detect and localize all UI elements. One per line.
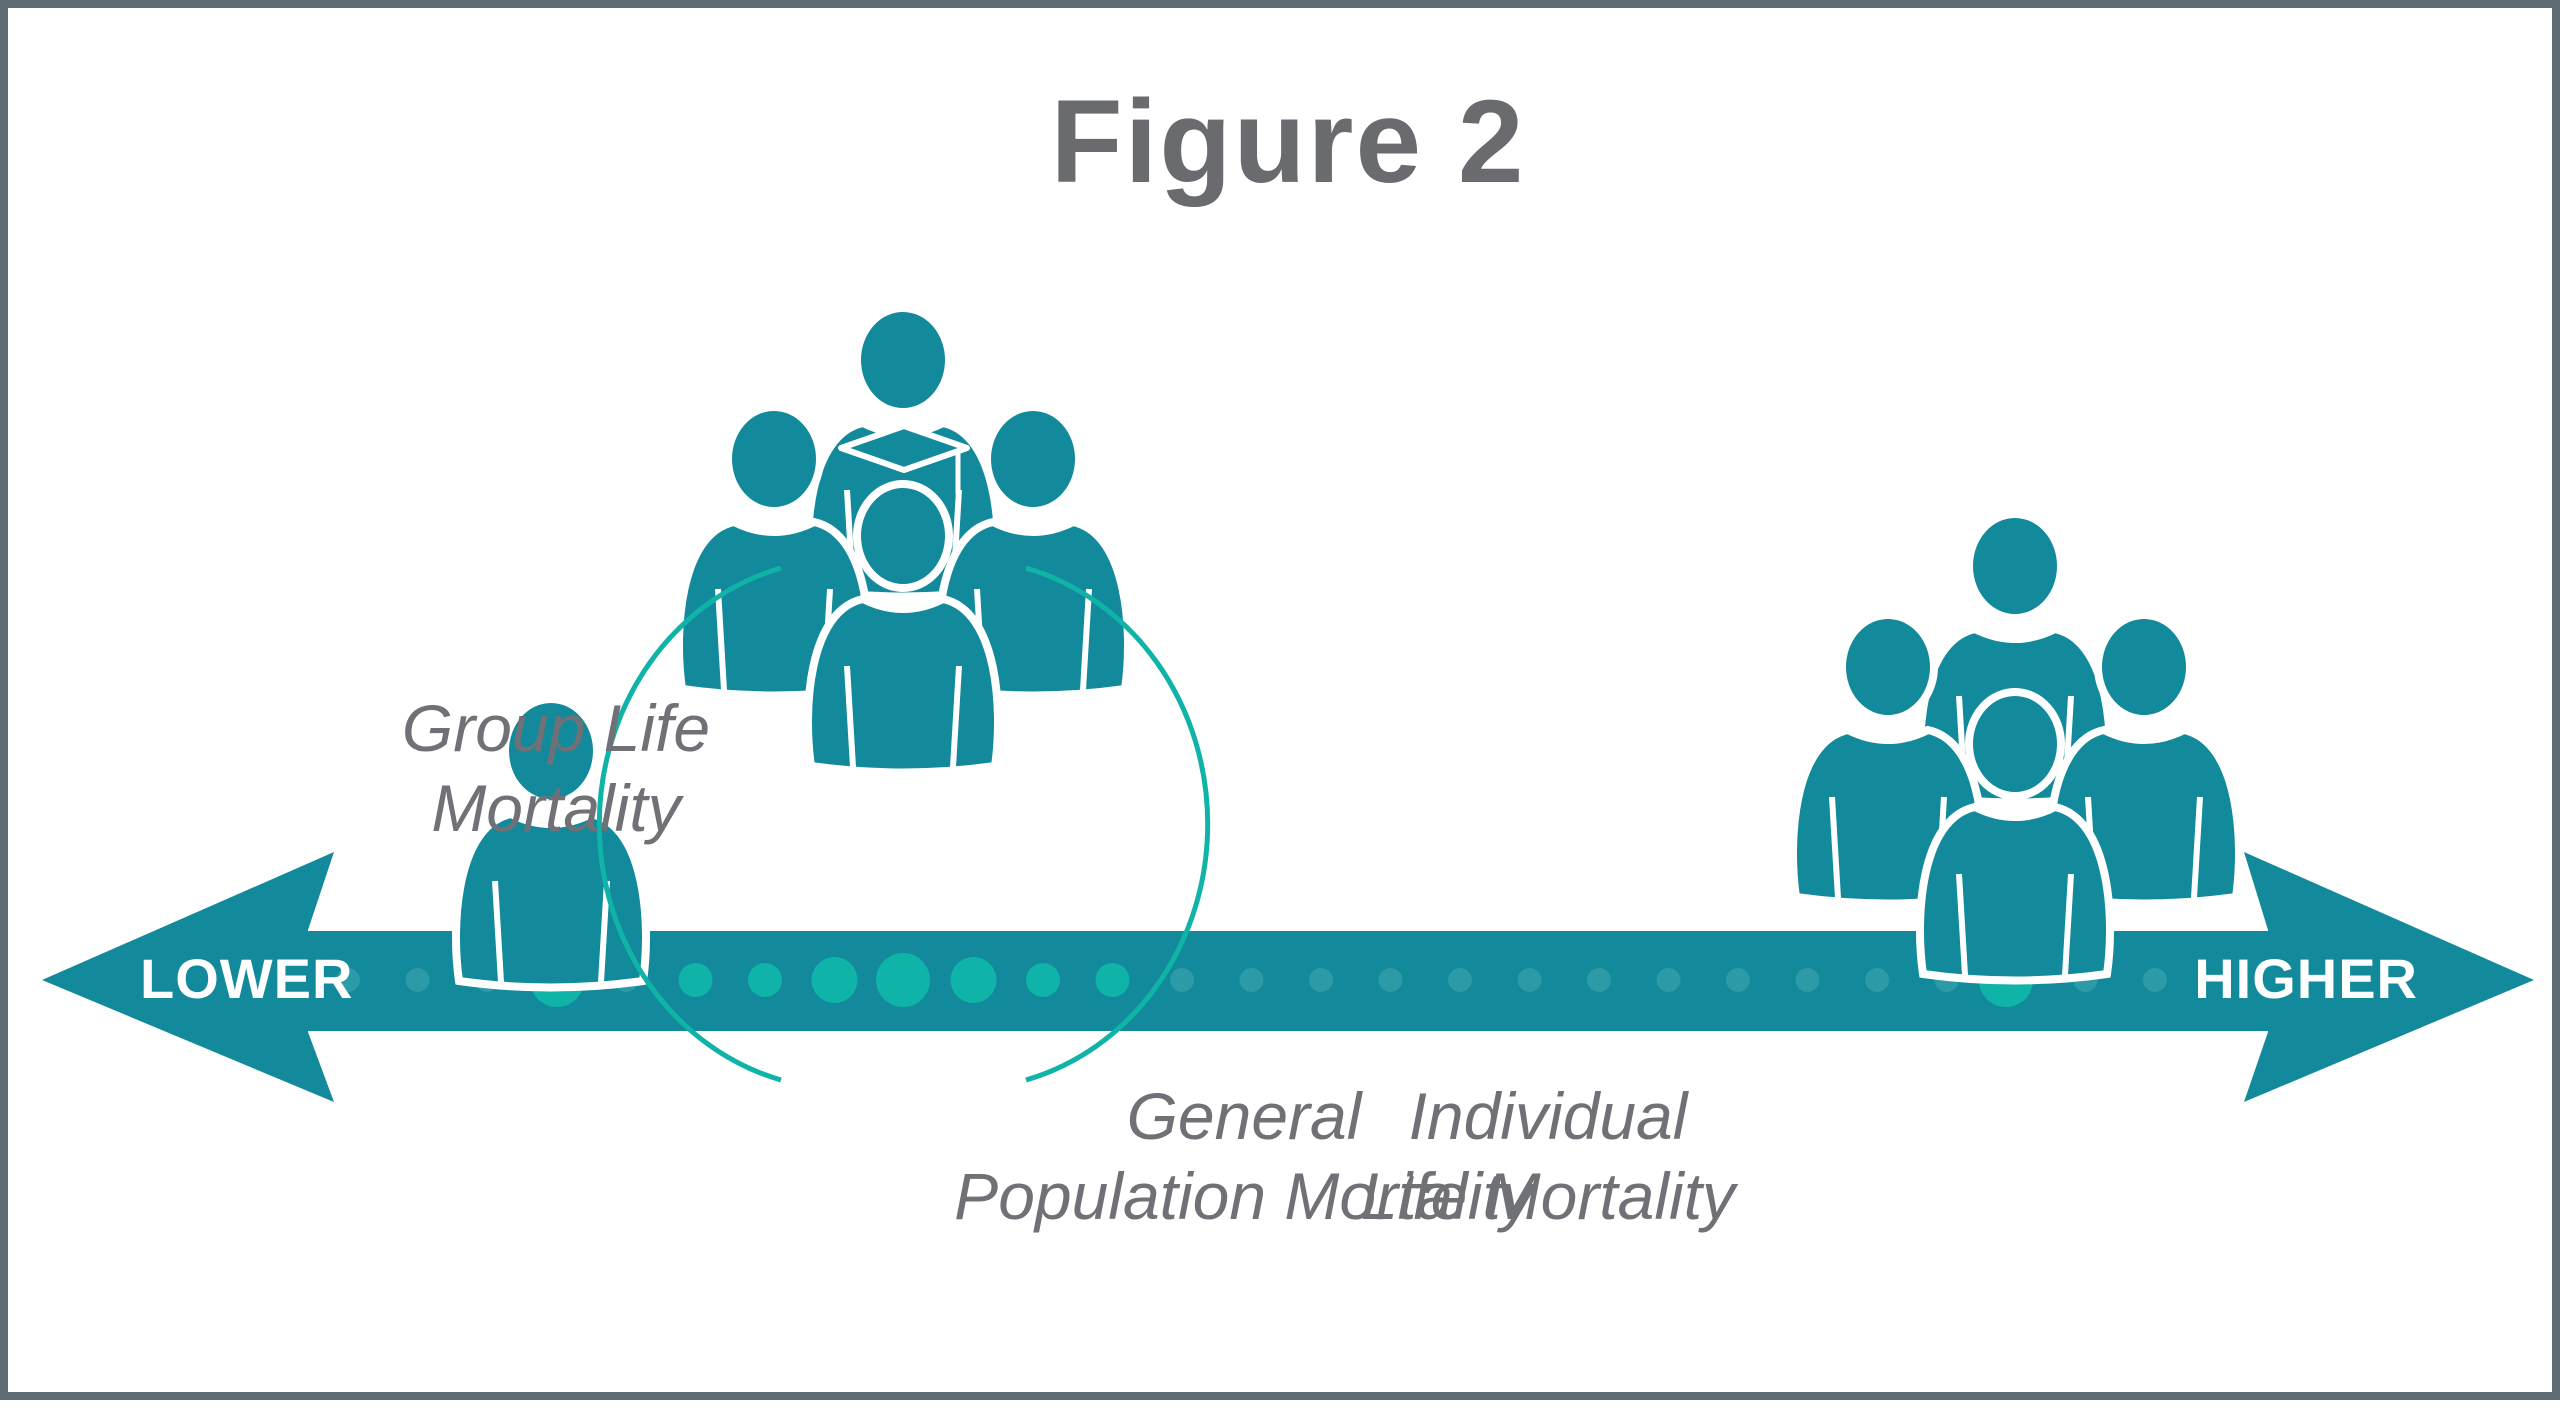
axis-dot	[1378, 968, 1403, 992]
axis-dot	[1865, 968, 1889, 992]
axis-dot	[1448, 968, 1472, 992]
axis-dot	[950, 957, 997, 1003]
axis-dot	[1795, 968, 1820, 992]
axis-dot	[336, 968, 360, 992]
axis-dot	[1026, 963, 1060, 997]
axis-dot	[1517, 968, 1542, 992]
group-life-caption-line-2: Mortality	[431, 771, 681, 845]
diagram-canvas	[42, 8, 2534, 1102]
axis-dot	[748, 963, 782, 997]
axis-dot	[1587, 968, 1611, 992]
general-population-caption-line-2: Population Mortality	[954, 1159, 1534, 1233]
axis-dot	[2143, 968, 2167, 992]
axis-dot	[1239, 968, 1264, 992]
group-life-caption-line-1: Group Life	[401, 691, 711, 765]
individual-life-caption: Individual Life Mortality	[1198, 1076, 1898, 1236]
group-life-caption: Group Life Mortality	[206, 688, 906, 848]
axis-dot	[1170, 968, 1194, 992]
figure-title: Figure 2	[1050, 76, 1526, 208]
graduation-cap-icon	[838, 423, 970, 494]
axis-dot	[876, 953, 930, 1007]
individual-life-caption-line-1: Individual	[1408, 1079, 1688, 1153]
axis-dot	[1309, 968, 1333, 992]
people-group-icon	[1793, 514, 2239, 981]
axis-dot	[405, 968, 430, 992]
lower-label: LOWER	[140, 947, 354, 1010]
group-highlight-arc-right	[1025, 565, 1211, 1083]
axis-dot	[1726, 968, 1750, 992]
axis-dot	[1095, 963, 1130, 997]
axis-dot	[1656, 968, 1681, 992]
axis-dot	[678, 963, 713, 997]
higher-label: HIGHER	[2194, 947, 2418, 1010]
general-population-caption-line-1: General	[1126, 1079, 1362, 1153]
axis-dot	[811, 957, 858, 1003]
group-highlight-arc-left	[596, 565, 782, 1083]
general-population-caption: General Population Mortality	[794, 1076, 1694, 1236]
graduate-group-icon	[679, 308, 1128, 773]
individual-life-caption-line-2: Life Mortality	[1360, 1159, 1736, 1233]
